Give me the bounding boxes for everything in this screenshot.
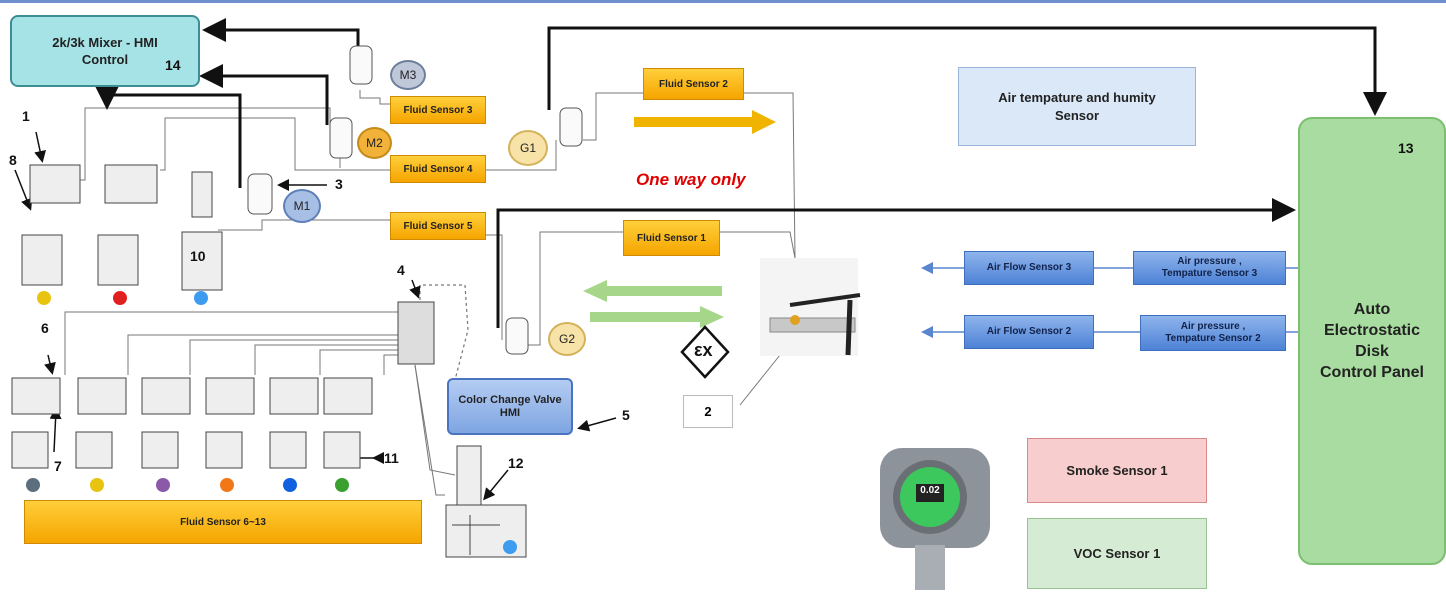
- fluid-sensor-3: Fluid Sensor 3: [390, 96, 486, 124]
- voc-sensor-1: VOC Sensor 1: [1027, 518, 1207, 589]
- air-temp-humidity-sensor: Air tempature and humity Sensor: [958, 67, 1196, 146]
- pump-m1: [247, 173, 273, 215]
- label-3: 3: [335, 176, 343, 192]
- color-dot-top-1: [37, 291, 51, 305]
- tank-12-color-dot: [503, 540, 517, 554]
- air-pressure-2-line1: Air pressure ,: [1180, 321, 1246, 332]
- label-12: 12: [508, 455, 524, 471]
- fluid-sensor-5: Fluid Sensor 5: [390, 212, 486, 240]
- signal-lines: [95, 18, 1387, 328]
- air-pressure-2-line2: Tempature Sensor 2: [1165, 333, 1261, 344]
- color-dot-bottom-5: [283, 478, 297, 492]
- mixer-units-top: [21, 164, 223, 291]
- fluid-pipes: [64, 90, 796, 496]
- color-dot-bottom-4: [220, 478, 234, 492]
- color-dot-bottom-3: [156, 478, 170, 492]
- control-panel-line3: Disk: [1355, 343, 1389, 360]
- valve-manifold: [397, 301, 435, 365]
- fluid-sensor-6-13: Fluid Sensor 6~13: [24, 500, 422, 544]
- color-dot-bottom-1: [26, 478, 40, 492]
- color-dot-top-2: [113, 291, 127, 305]
- mixer-hmi-line2: Control: [81, 52, 129, 67]
- gas-detector-readout: 0.02: [920, 485, 940, 496]
- air-flow-sensor-3: Air Flow Sensor 3: [964, 251, 1094, 285]
- label-6: 6: [41, 320, 49, 336]
- pump-g2: [505, 317, 529, 355]
- color-dot-top-3: [194, 291, 208, 305]
- mixer-hmi-line1: 2k/3k Mixer - HMI: [52, 35, 158, 50]
- air-flow-sensor-2: Air Flow Sensor 2: [964, 315, 1094, 349]
- one-way-note: One way only: [636, 170, 746, 189]
- fluid-sensor-4: Fluid Sensor 4: [390, 155, 486, 183]
- one-way-arrow: [634, 110, 776, 134]
- air-pressure-temp-sensor-2: Air pressure , Tempature Sensor 2: [1140, 315, 1286, 351]
- atex-symbol: [680, 325, 730, 379]
- air-temp-line2: Sensor: [1054, 107, 1100, 123]
- label-4: 4: [397, 262, 405, 278]
- motor-m1: M1: [283, 189, 321, 223]
- label-7: 7: [54, 458, 62, 474]
- gear-pump-g2: G2: [548, 322, 586, 356]
- ccv-line2: HMI: [499, 406, 521, 419]
- color-dot-bottom-6: [335, 478, 349, 492]
- control-panel-line4: Control Panel: [1319, 364, 1424, 381]
- mixer-hmi-number: 14: [165, 57, 181, 73]
- ccv-line1: Color Change Valve: [458, 393, 562, 406]
- motor-m3: M3: [390, 60, 426, 90]
- mixer-hmi-control: 2k/3k Mixer - HMI Control: [10, 15, 200, 87]
- control-panel-line1: Auto: [1353, 301, 1391, 318]
- smoke-sensor-1: Smoke Sensor 1: [1027, 438, 1207, 503]
- two-way-arrows: [583, 280, 724, 328]
- top-border: [0, 0, 1446, 3]
- pump-m3: [349, 45, 373, 85]
- valve-dashed-line: [419, 284, 469, 381]
- air-pressure-3-line2: Tempature Sensor 3: [1161, 268, 1258, 279]
- control-panel-line2: Electrostatic: [1323, 322, 1421, 339]
- label-5: 5: [622, 407, 630, 423]
- pump-g1: [559, 107, 583, 147]
- color-change-valve-hmi: Color Change Valve HMI: [447, 378, 573, 435]
- label-8: 8: [9, 152, 17, 168]
- label-10: 10: [190, 248, 206, 264]
- gas-detector-image: [880, 448, 990, 590]
- mixer-units-bottom: [11, 377, 373, 469]
- color-dot-bottom-2: [90, 478, 104, 492]
- auto-electrostatic-control-panel: Auto Electrostatic Disk Control Panel: [1298, 117, 1446, 565]
- spray-gun-image: [760, 258, 861, 356]
- gear-pump-g1: G1: [508, 130, 548, 166]
- label-box-2: 2: [683, 395, 733, 428]
- fluid-sensor-1: Fluid Sensor 1: [623, 220, 720, 256]
- air-pressure-3-line1: Air pressure ,: [1177, 256, 1242, 267]
- atex-label: εx: [694, 340, 713, 360]
- label-11: 11: [384, 450, 399, 466]
- motor-m2: M2: [357, 127, 392, 159]
- label-1: 1: [22, 108, 30, 124]
- fluid-sensor-2: Fluid Sensor 2: [643, 68, 744, 100]
- air-pressure-temp-sensor-3: Air pressure , Tempature Sensor 3: [1133, 251, 1286, 285]
- control-panel-number: 13: [1398, 140, 1414, 156]
- air-temp-line1: Air tempature and humity: [998, 89, 1156, 105]
- pump-m2: [329, 117, 353, 159]
